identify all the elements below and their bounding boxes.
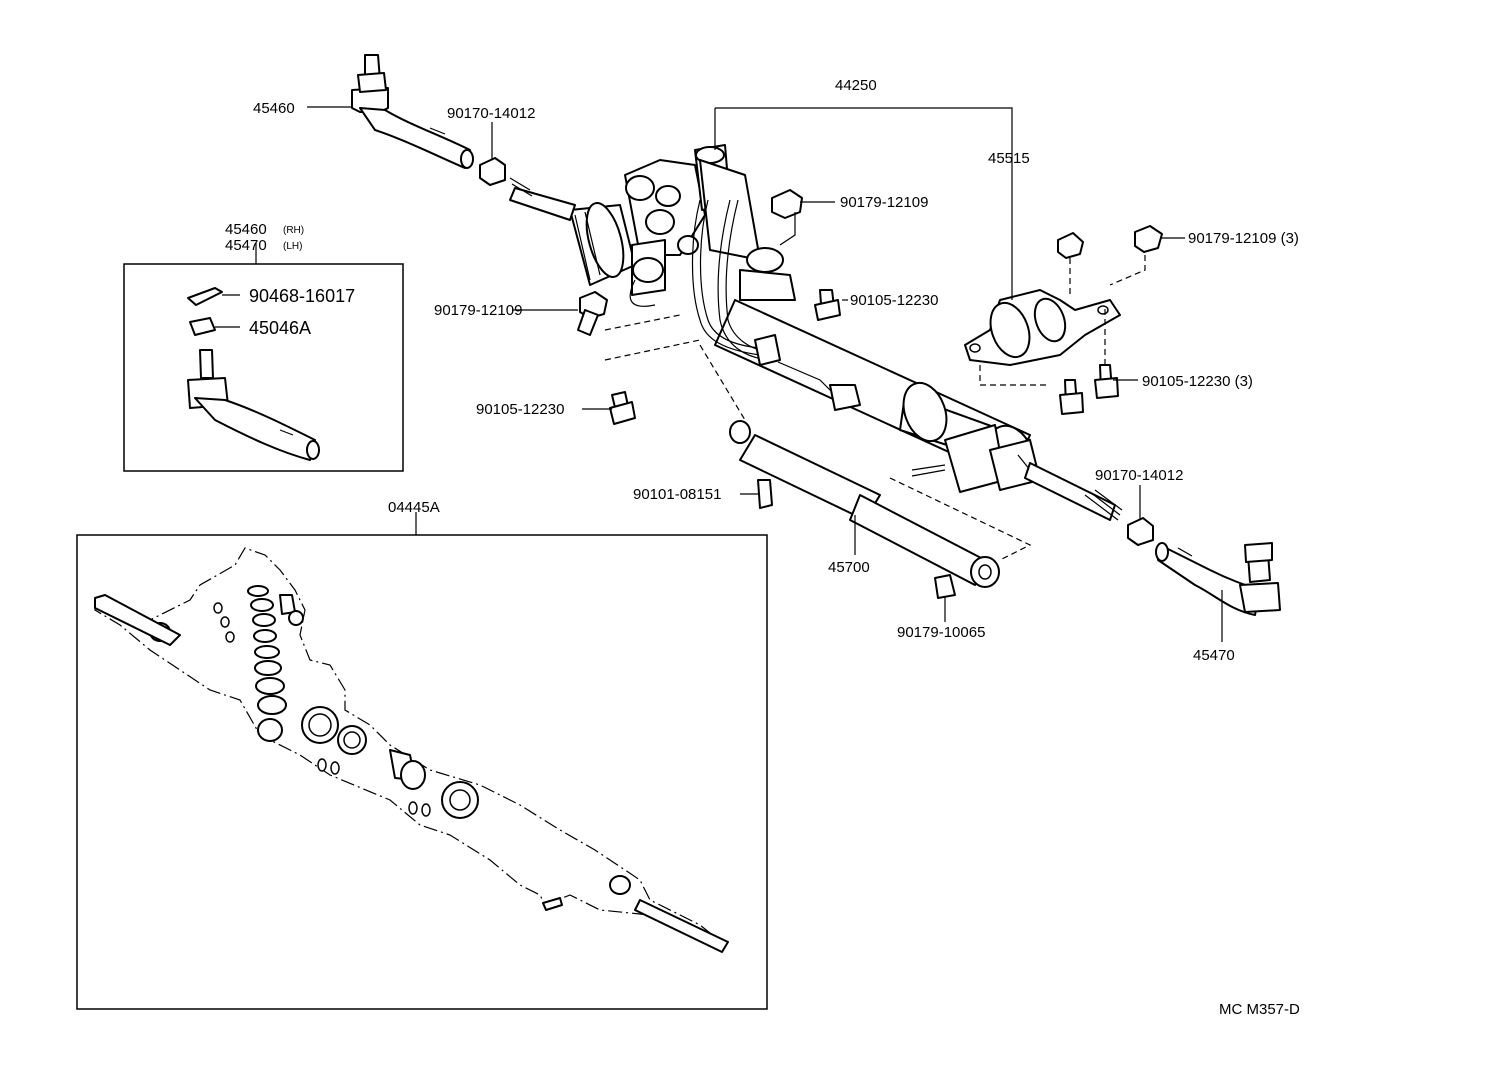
label-plug: 90101-08151 xyxy=(633,486,721,503)
inset-title-rh-tag: (RH) xyxy=(283,225,304,236)
leader-lines xyxy=(255,106,1223,642)
inset-title-lh-tag: (LH) xyxy=(283,241,302,252)
label-grommet: 90179-10065 xyxy=(897,624,985,641)
label-screw-left: 90105-12230 xyxy=(476,401,564,418)
gasket-kit-box xyxy=(76,534,768,1010)
label-nut-left: 90170-14012 xyxy=(447,105,535,122)
diagram-id: MC M357-D xyxy=(1219,1001,1300,1018)
label-bolt-top-center: 90179-12109 xyxy=(840,194,928,211)
bolt-90179-12109-bracket xyxy=(1057,225,1163,295)
label-assy: 44250 xyxy=(835,77,877,94)
nut-right xyxy=(1127,517,1154,546)
tie-rod-end-left xyxy=(351,54,474,169)
bracket-45515 xyxy=(964,289,1121,386)
tube-45700 xyxy=(699,344,1032,599)
label-bolt-left: 90179-12109 xyxy=(434,302,522,319)
inset-title-lh-part: 45470 xyxy=(225,237,267,254)
inset-label-pin: 90468-16017 xyxy=(249,286,355,306)
label-screw-center: 90105-12230 xyxy=(850,292,938,309)
inset-tie-rod-end xyxy=(123,263,404,472)
inset-label-castle-nut: 45046A xyxy=(249,318,311,338)
nut-left xyxy=(479,157,506,186)
label-bracket: 45515 xyxy=(988,150,1030,167)
tie-rod-end-right xyxy=(1155,542,1281,616)
label-gasket-kit: 04445A xyxy=(388,499,440,516)
label-tube: 45700 xyxy=(828,559,870,576)
rack-housing xyxy=(509,144,1123,521)
bolt-90179-12109-left xyxy=(577,291,608,336)
label-bolt-top-right: 90179-12109 (3) xyxy=(1188,230,1299,247)
screw-90105-12230 xyxy=(604,289,1119,425)
inset-title-rh-part: 45460 xyxy=(225,221,267,238)
label-nut-right: 90170-14012 xyxy=(1095,467,1183,484)
label-screw-right: 90105-12230 (3) xyxy=(1142,373,1253,390)
label-tie-end-left: 45460 xyxy=(253,100,295,117)
bolt-90179-12109-center xyxy=(771,189,803,246)
label-tie-end-right: 45470 xyxy=(1193,647,1235,664)
